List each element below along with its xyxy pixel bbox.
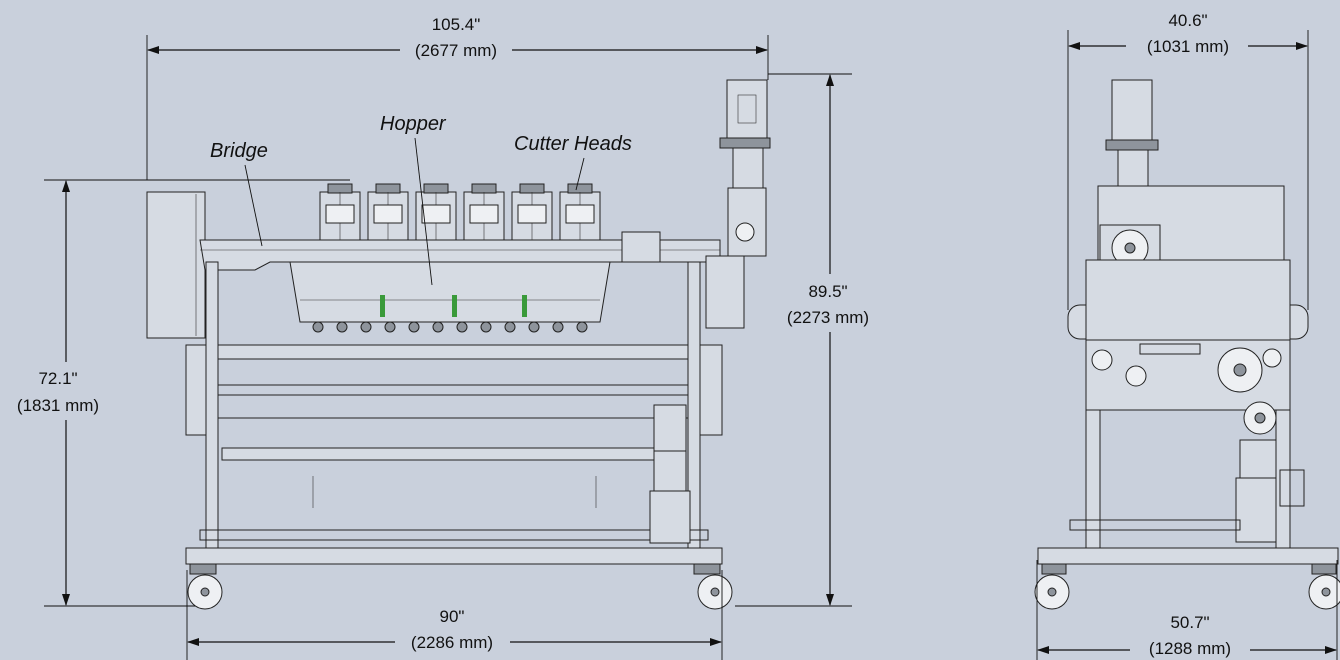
hopper-rollers xyxy=(312,321,588,333)
width-top-metric: (2677 mm) xyxy=(415,41,497,60)
dimension-height-left: 72.1" (1831 mm) xyxy=(17,179,350,607)
hopper-body xyxy=(289,261,611,323)
bridge-beam xyxy=(199,239,721,271)
dimension-width-top: 105.4" (2677 mm) xyxy=(146,15,769,180)
front-casters xyxy=(187,563,733,610)
side-width-bottom-imperial: 50.7" xyxy=(1170,613,1209,632)
height-right-metric: (2273 mm) xyxy=(787,308,869,327)
base-frame xyxy=(185,547,723,565)
top-motor xyxy=(726,79,768,139)
dimension-width-bottom: 90" (2286 mm) xyxy=(186,570,723,660)
dimension-side-width-bottom: 50.7" (1288 mm) xyxy=(1036,560,1338,660)
front-view-machine xyxy=(146,79,771,610)
side-width-top-metric: (1031 mm) xyxy=(1147,37,1229,56)
side-width-bottom-metric: (1288 mm) xyxy=(1149,639,1231,658)
bridge-label: Bridge xyxy=(210,140,268,162)
side-width-top-imperial: 40.6" xyxy=(1168,11,1207,30)
height-right-imperial: 89.5" xyxy=(808,282,847,301)
callout-hopper: Hopper xyxy=(380,113,447,286)
height-left-metric: (1831 mm) xyxy=(17,396,99,415)
width-bottom-imperial: 90" xyxy=(440,607,465,626)
cutter-heads-group xyxy=(319,183,601,241)
left-leg xyxy=(205,261,219,563)
dimension-height-right: 89.5" (2273 mm) xyxy=(735,73,869,607)
hopper-label: Hopper xyxy=(380,113,447,135)
frame-upper-rail xyxy=(185,344,723,360)
side-view-machine xyxy=(1034,79,1340,610)
height-left-imperial: 72.1" xyxy=(38,369,77,388)
cutter-heads-label: Cutter Heads xyxy=(514,133,632,155)
control-cabinet xyxy=(146,191,206,339)
dimension-side-width-top: 40.6" (1031 mm) xyxy=(1067,11,1309,310)
callout-cutter-heads: Cutter Heads xyxy=(514,133,632,191)
callout-bridge: Bridge xyxy=(210,140,268,247)
width-top-imperial: 105.4" xyxy=(432,15,481,34)
width-bottom-metric: (2286 mm) xyxy=(411,633,493,652)
